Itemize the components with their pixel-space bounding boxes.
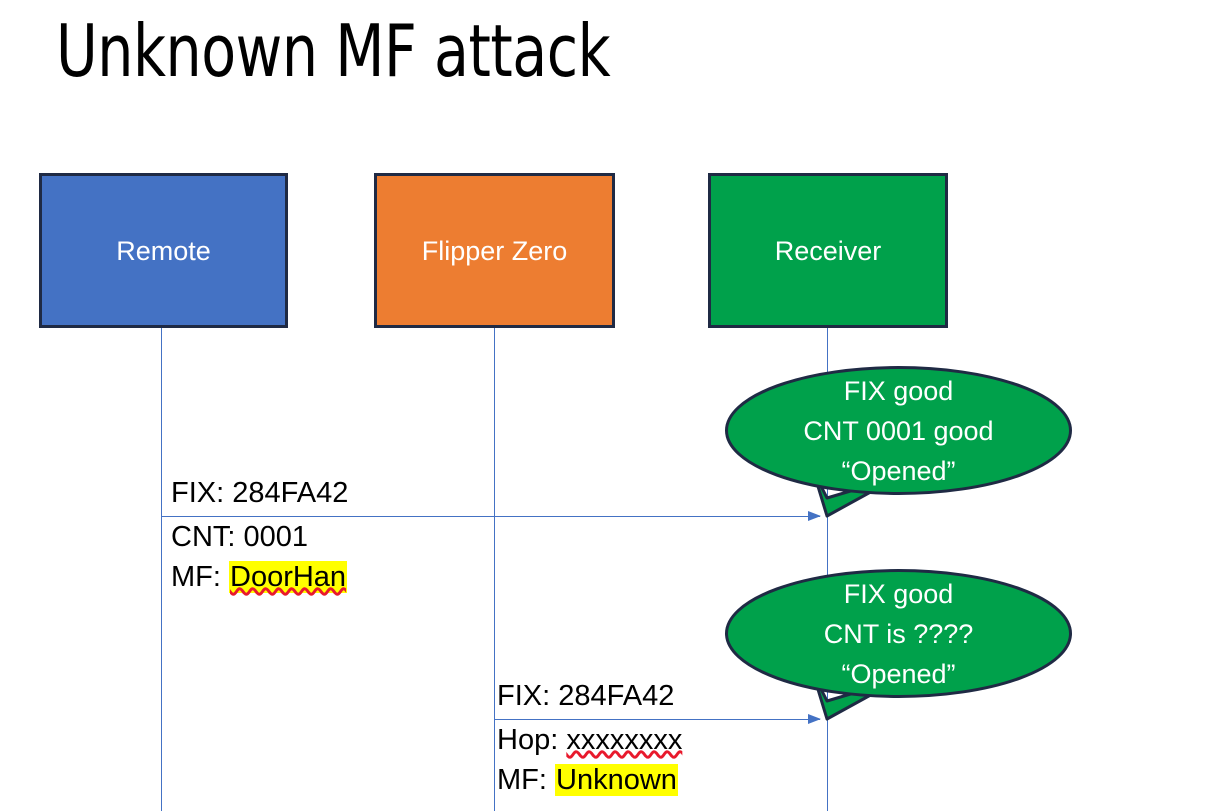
actor-label-receiver: Receiver xyxy=(774,235,882,266)
message-2-line-3-value: Unknown xyxy=(555,764,678,796)
message-2-line-1: FIX: 284FA42 xyxy=(497,676,682,716)
lifeline-receiver xyxy=(827,328,828,811)
message-2-line-2-label: Hop: xyxy=(497,724,567,756)
message-1-line-3: MF: DoorHan xyxy=(171,557,348,597)
message-arrow-1 xyxy=(161,511,821,521)
message-1-line-3-value: DoorHan xyxy=(229,561,348,593)
actor-box-flipper-zero[interactable]: Flipper Zero xyxy=(374,173,615,328)
actor-box-remote[interactable]: Remote xyxy=(39,173,288,328)
lifeline-flipper xyxy=(494,328,495,811)
callout-bubble-2-shape xyxy=(725,569,1072,721)
message-2-line-2: Hop: xxxxxxxx xyxy=(497,720,682,760)
actor-label-remote: Remote xyxy=(116,235,211,266)
message-1-line-1-label: FIX: xyxy=(171,477,233,509)
message-arrow-2 xyxy=(494,714,821,724)
message-label-2: FIX: 284FA42 Hop: xxxxxxxx MF: Unknown xyxy=(497,676,682,800)
message-2-line-3-label: MF: xyxy=(497,764,555,796)
actor-box-receiver[interactable]: Receiver xyxy=(708,173,948,328)
lifeline-remote xyxy=(161,328,162,811)
message-2-line-1-value: 284FA42 xyxy=(558,680,675,712)
message-2-line-1-label: FIX: xyxy=(497,680,559,712)
page-title: Unknown MF attack xyxy=(56,9,611,93)
message-1-line-1-value: 284FA42 xyxy=(232,477,349,509)
actor-label-flipper-zero: Flipper Zero xyxy=(421,235,568,266)
message-2-line-3: MF: Unknown xyxy=(497,760,682,800)
callout-bubble-1[interactable]: FIX good CNT 0001 good “Opened” xyxy=(725,366,1072,518)
message-1-line-2-label: CNT: xyxy=(171,521,244,553)
message-label-1: FIX: 284FA42 CNT: 0001 MF: DoorHan xyxy=(171,473,348,597)
message-1-line-2: CNT: 0001 xyxy=(171,517,348,557)
callout-bubble-2[interactable]: FIX good CNT is ???? “Opened” xyxy=(725,569,1072,721)
message-2-line-2-value: xxxxxxxx xyxy=(566,724,683,756)
message-1-line-2-value: 0001 xyxy=(243,521,309,553)
callout-bubble-1-shape xyxy=(725,366,1072,518)
message-1-line-3-label: MF: xyxy=(171,561,229,593)
message-1-line-1: FIX: 284FA42 xyxy=(171,473,348,513)
